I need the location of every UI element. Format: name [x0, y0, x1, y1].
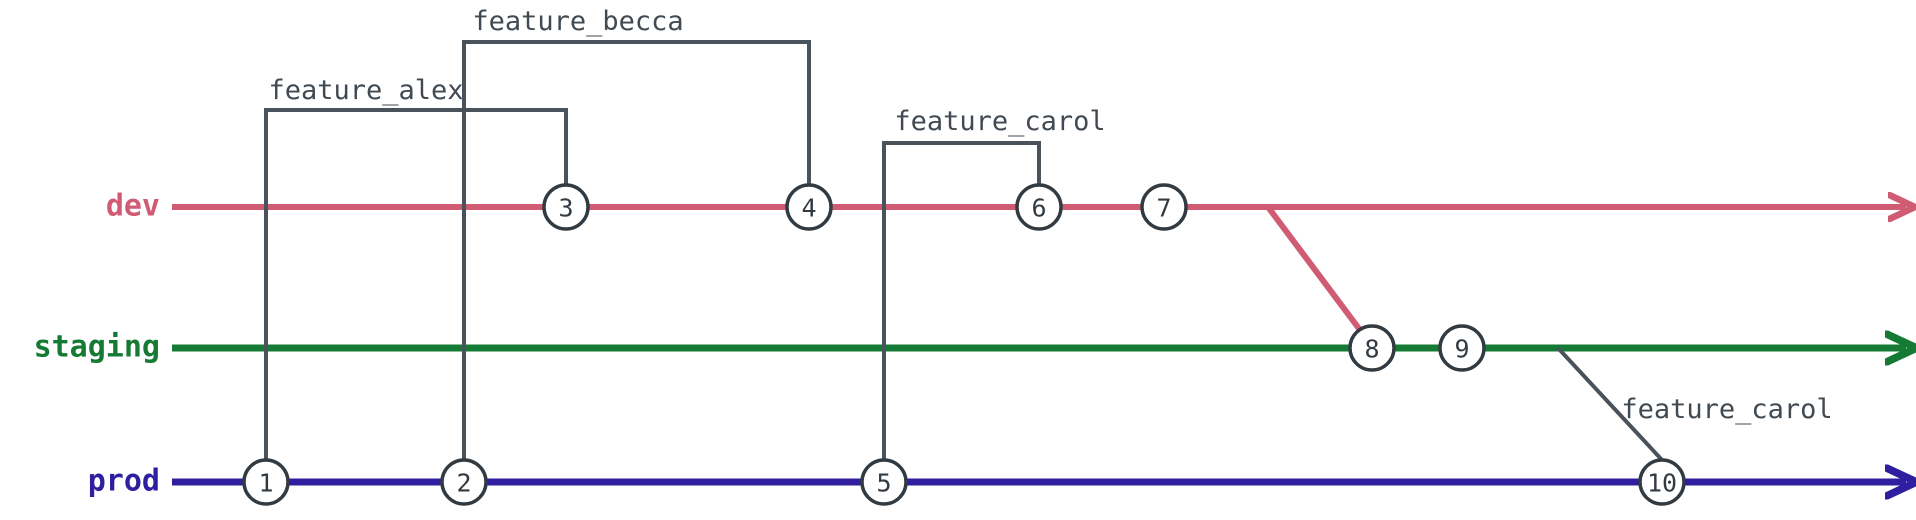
commit-circle-6	[1015, 183, 1063, 231]
commit-node-4[interactable]: 4	[785, 183, 833, 231]
commit-label-2: 2	[456, 469, 471, 498]
commit-circle-2	[440, 458, 488, 506]
commit-circle-4	[785, 183, 833, 231]
feature-branch-paths	[264, 40, 1664, 482]
feature-path-feature_carol_upper	[882, 141, 1041, 482]
commit-label-9: 9	[1454, 335, 1469, 364]
feature-label-feature_becca[interactable]: feature_becca	[472, 6, 683, 37]
commit-circle-3	[542, 183, 590, 231]
commit-node-6[interactable]: 6	[1015, 183, 1063, 231]
merge-path-dev-to-staging-merge	[1265, 205, 1363, 332]
merge-paths	[1265, 205, 1363, 332]
commit-circle-8	[1348, 324, 1396, 372]
commit-label-8: 8	[1364, 335, 1379, 364]
commit-node-3[interactable]: 3	[542, 183, 590, 231]
commit-node-8[interactable]: 8	[1348, 324, 1396, 372]
commit-circle-5	[860, 458, 908, 506]
commit-label-1: 1	[258, 469, 273, 498]
branch-label-dev[interactable]: dev	[106, 189, 160, 224]
feature-path-feature_carol_lower	[1556, 346, 1664, 462]
commit-node-2[interactable]: 2	[440, 458, 488, 506]
feature-label-feature_alex[interactable]: feature_alex	[268, 75, 463, 106]
feature-path-feature_becca	[462, 40, 811, 482]
commit-circle-7	[1140, 183, 1188, 231]
commit-node-1[interactable]: 1	[242, 458, 290, 506]
commit-node-7[interactable]: 7	[1140, 183, 1188, 231]
commit-label-6: 6	[1031, 194, 1046, 223]
commit-circle-1	[242, 458, 290, 506]
feature-label-feature_carol_lower[interactable]: feature_carol	[1621, 394, 1832, 425]
commit-label-3: 3	[558, 194, 573, 223]
commit-nodes: 1 2 3 4 5 6 7 8 9 10	[242, 183, 1686, 506]
feature-branch-labels: feature_alexfeature_beccafeature_carolfe…	[268, 6, 1832, 425]
commit-label-4: 4	[801, 194, 816, 223]
branch-name-labels: dev staging prod	[34, 189, 160, 499]
branch-label-staging[interactable]: staging	[34, 330, 160, 365]
feature-path-feature_alex	[264, 108, 568, 482]
commit-node-9[interactable]: 9	[1438, 324, 1486, 372]
commit-label-7: 7	[1156, 194, 1171, 223]
commit-node-10[interactable]: 10	[1638, 458, 1686, 506]
commit-circle-10	[1638, 458, 1686, 506]
feature-label-feature_carol_upper[interactable]: feature_carol	[894, 106, 1105, 137]
branch-label-prod[interactable]: prod	[88, 464, 160, 499]
commit-label-5: 5	[876, 469, 891, 498]
commit-node-5[interactable]: 5	[860, 458, 908, 506]
commit-label-10: 10	[1647, 469, 1677, 498]
commit-circle-9	[1438, 324, 1486, 372]
